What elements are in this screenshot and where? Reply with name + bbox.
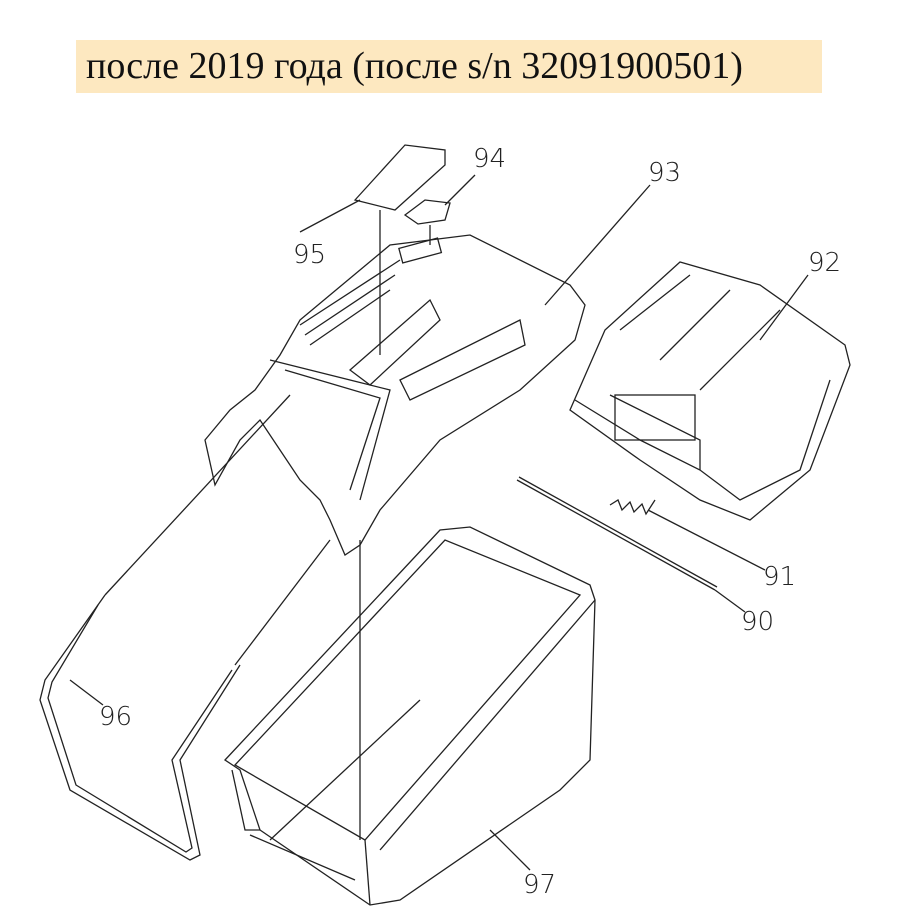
part-91-spring [609, 499, 656, 516]
header-title: после 2019 года (после s/n 32091900501) [86, 45, 743, 87]
header-banner [76, 40, 822, 93]
assembly-line [104, 394, 291, 596]
callout-91: 91 [763, 562, 796, 592]
callout-93: 93 [648, 158, 681, 188]
part-90-rod [516, 479, 716, 591]
part-97-grass-bag [224, 526, 596, 906]
part-93-rear-cover [204, 234, 586, 556]
callout-94: 94 [473, 144, 506, 174]
callout-92: 92 [808, 248, 841, 278]
leader-lines [69, 174, 809, 871]
callout-97: 97 [523, 870, 556, 900]
callout-96: 96 [99, 702, 132, 732]
part-92-deflector [569, 261, 851, 521]
part-96-frame [39, 594, 241, 861]
part-94-plate [403, 199, 451, 225]
part-90-rod [518, 476, 718, 588]
callout-90: 90 [741, 607, 774, 637]
assembly-line [234, 539, 331, 666]
part-95-cover-plate [353, 144, 446, 211]
callout-95: 95 [293, 240, 326, 270]
